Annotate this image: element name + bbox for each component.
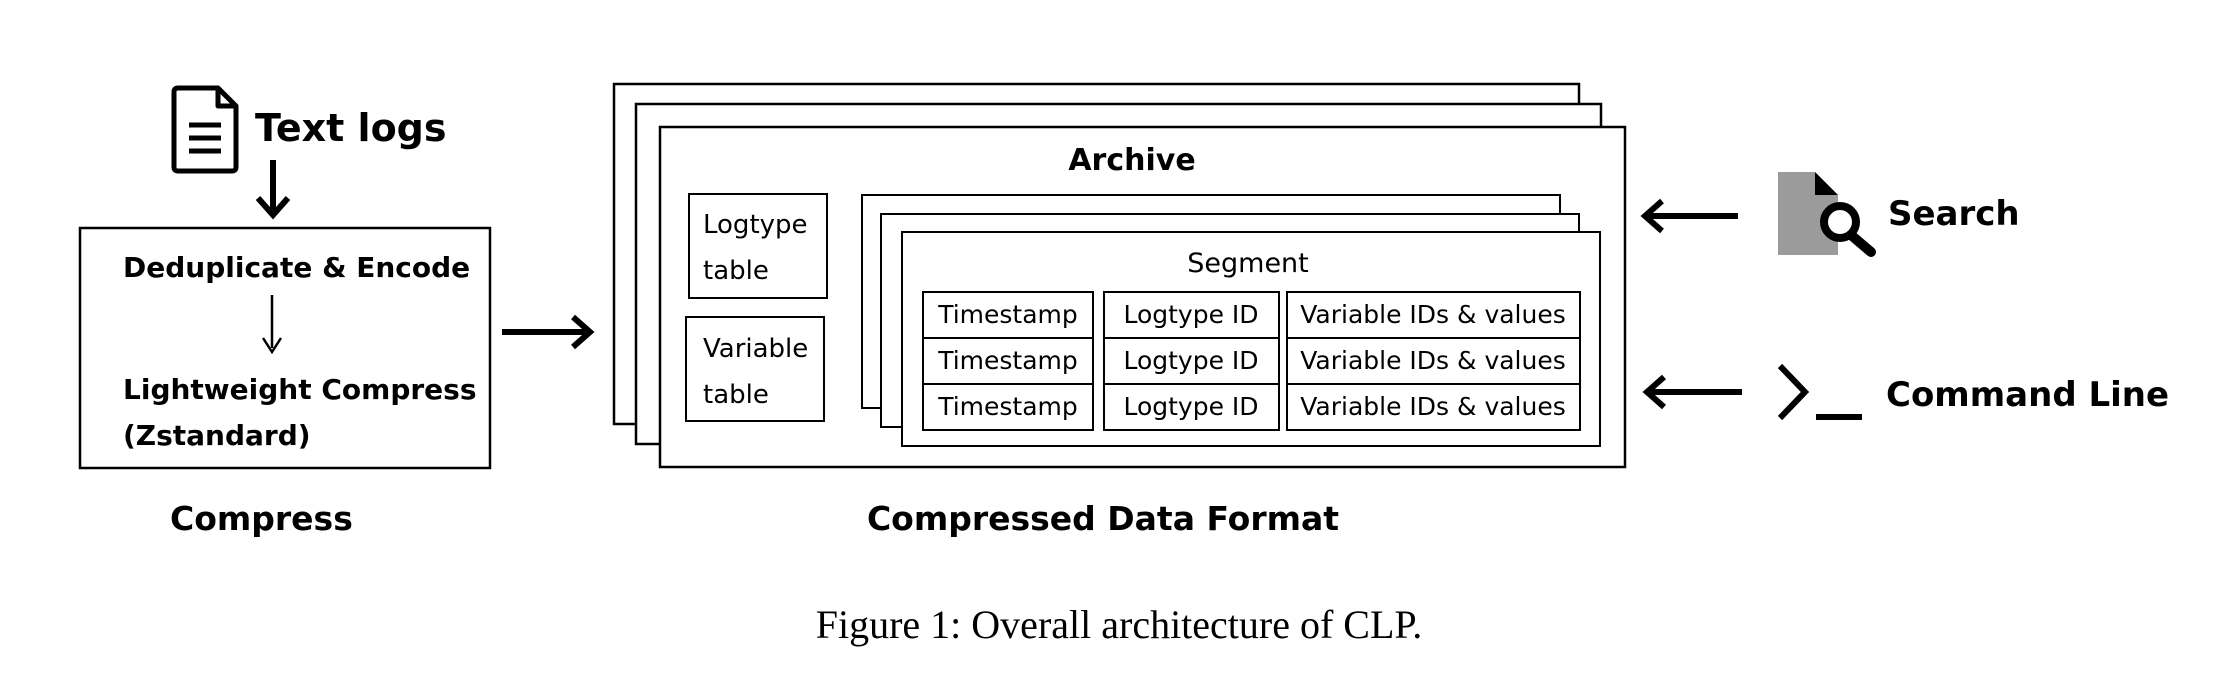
arrow-down-small-icon: [261, 295, 283, 355]
timestamp-cell-text: Timestamp: [937, 392, 1078, 421]
zstandard-label: (Zstandard): [123, 419, 311, 452]
variable-ids-cell-text: Variable IDs & values: [1300, 300, 1566, 329]
logtype-id-cell-text: Logtype ID: [1123, 346, 1258, 375]
dedupe-encode-label: Deduplicate & Encode: [123, 251, 470, 284]
document-icon: [171, 85, 239, 174]
segment-title: Segment: [1187, 248, 1309, 279]
logtype-id-cell-text: Logtype ID: [1123, 300, 1258, 329]
variable-ids-cell-text: Variable IDs & values: [1300, 392, 1566, 421]
compress-box: [78, 226, 492, 470]
text-logs-label: Text logs: [255, 106, 447, 150]
variable-table-line1: Variable: [703, 334, 808, 364]
variable-ids-cell-text: Variable IDs & values: [1300, 346, 1566, 375]
search-document-icon: [1778, 172, 1876, 257]
command-line-label: Command Line: [1886, 375, 2169, 415]
terminal-prompt-icon: [1777, 363, 1862, 421]
logtype-table-line2: table: [703, 256, 769, 286]
arrow-left-icon: [1642, 374, 1742, 410]
logtype-table-box: [688, 193, 828, 299]
archive-title: Archive: [1068, 143, 1195, 178]
search-label: Search: [1888, 194, 2020, 234]
variable-table-line2: table: [703, 380, 769, 410]
variable-table-box: [685, 316, 825, 422]
logtype-table-line1: Logtype: [703, 210, 808, 240]
arrow-right-icon: [502, 314, 595, 350]
segment-cell: [922, 383, 1094, 431]
timestamp-cell-text: Timestamp: [937, 300, 1078, 329]
figure-caption: Figure 1: Overall architecture of CLP.: [816, 602, 1422, 647]
lightweight-compress-label: Lightweight Compress: [123, 373, 477, 406]
timestamp-cell-text: Timestamp: [937, 346, 1078, 375]
segment-cell: [1286, 383, 1581, 431]
compress-caption: Compress: [170, 499, 353, 538]
arrow-down-icon: [255, 160, 291, 220]
segment-cell: [1103, 383, 1280, 431]
arrow-left-icon: [1640, 198, 1738, 234]
logtype-id-cell-text: Logtype ID: [1123, 392, 1258, 421]
compressed-data-format-caption: Compressed Data Format: [867, 499, 1339, 538]
segment-table: Timestamp Logtype ID Variable IDs & valu…: [922, 291, 1581, 431]
